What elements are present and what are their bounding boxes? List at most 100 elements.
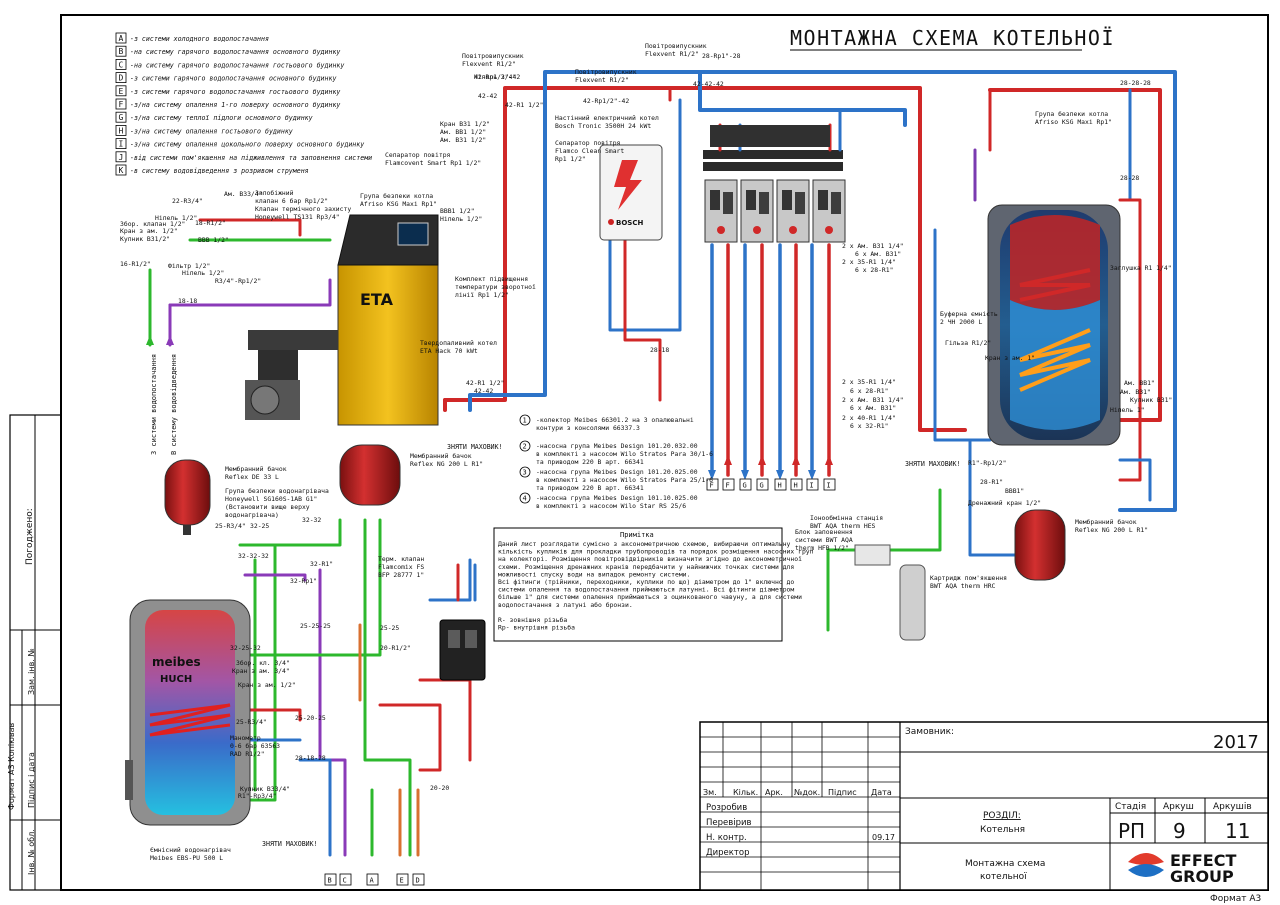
legend-box (115, 32, 127, 44)
return-arrow (776, 470, 784, 480)
note-line: Даний лист розглядати сумісно з аксономе… (498, 540, 791, 548)
pipe-label: Ам. ВЗ1 1/2" (440, 136, 486, 144)
legend-text: -в систему водовідведення з розривом стр… (130, 167, 309, 175)
pipe-label: 42-Rp1/2"-42 (583, 97, 629, 105)
section-label: РОЗДІЛ: (983, 811, 1021, 821)
pipe-label: 6 x Ам. ВЗ1" (850, 404, 896, 412)
legend-text: -на систему гарячого водопостачання гост… (130, 61, 344, 69)
manifold-collector (710, 125, 830, 147)
stamp-col-header: Підпис (828, 788, 857, 797)
pipe-label: 18-R1/2" (195, 219, 226, 227)
customer-label: Замовник: (905, 727, 954, 737)
note-line: кількість купликів для прокладки трубопр… (498, 548, 814, 556)
pump-number-circle (519, 492, 531, 504)
sheet-value: 9 (1173, 819, 1186, 843)
manifold-letter-box (756, 478, 769, 491)
pump-description: -колектор Meibes 66301.2 на 3 опалювальн… (536, 416, 694, 432)
bottom-letter: A (370, 877, 375, 885)
pipe-label: 42-42 (478, 92, 497, 100)
legend-text: -на систему гарячого водопостачання осно… (130, 48, 340, 56)
pump-number: 1 (523, 417, 527, 425)
bottom-letter: B (328, 877, 332, 885)
pipe-label: Кран з ам. 1/2" (238, 681, 296, 689)
manifold-letter: F (710, 482, 714, 490)
year: 2017 (1213, 732, 1259, 753)
legend-box (115, 72, 127, 83)
drawing-title-2: котельної (980, 872, 1027, 882)
pipe-label: 16-R1/2" (120, 260, 151, 268)
pipe-label: 42-42-42 (693, 80, 724, 88)
pipe-label: 28-Rp1"-28 (702, 52, 741, 60)
side-sign: Підпис і дата (27, 752, 36, 808)
manifold-letter: H (794, 482, 798, 490)
warning-label: ЗНЯТИ МАХОВИК! (447, 443, 503, 451)
pipe-label: 6 x 28-R1" (850, 387, 888, 395)
pipe-label: 32-Rp1" (290, 577, 317, 585)
pipe-label: Купник ВЗ1/2" (120, 235, 170, 243)
note-line: на колекторі. Розміщення повітровідвідни… (498, 555, 802, 563)
bottom-letter-box (366, 873, 379, 886)
pump-description: -насосна група Meibes Design 101.20.032.… (536, 442, 713, 466)
warning-label: ЗНЯТИ МАХОВИК! (905, 460, 961, 468)
dhw-tank: meibes HUCH (125, 599, 251, 826)
pump-number: 3 (523, 469, 527, 477)
side-inv: Інв. № обл. (27, 829, 36, 875)
pipe-label: 2 x 40-R1 1/4" (842, 414, 896, 422)
manifold-letter: I (810, 482, 814, 490)
pipe-label: 2 x Ам. ВЗ1 1/4" (842, 242, 904, 250)
legend-code: B (119, 47, 124, 56)
manifold-letter-box (739, 478, 752, 491)
note-line: Всі фітинги (трійники, переходники, купл… (498, 578, 794, 586)
pipe-label: 42-R1 1/2" (466, 379, 504, 387)
legend-box (115, 151, 127, 163)
legend-text: -з/на систему опалення гостьового будинк… (130, 127, 293, 135)
pipe-label: 28-28-28 (1120, 79, 1151, 87)
pump-number-circle (519, 414, 531, 426)
bosch-label: BOSCH (616, 219, 643, 227)
legend-code: C (119, 60, 124, 69)
side-approved: Погоджено: (25, 508, 35, 565)
pipe-label: 22-R3/4" (172, 197, 203, 205)
pump-group-4 (439, 619, 486, 681)
pipe-label: 25-R3/4" (215, 522, 246, 530)
note-line: водопостачання з латуні або бронзи. (498, 601, 633, 609)
pipe-label: Заглушка R1 1/4" (1110, 264, 1172, 272)
left-drain-label: В систему водовідведення (170, 354, 178, 455)
warning-label: ЗНЯТИ МАХОВИК! (262, 840, 318, 848)
pipe-label: Дренажний кран 1/2" (968, 499, 1041, 507)
legend: A-з системи холодного водопостачанняB-на… (115, 32, 372, 176)
pipe-label: Кран з ам. 3/4" (232, 667, 290, 675)
supply-arrow (758, 455, 766, 465)
legend-text: -з системи гарячого водопостачання основ… (130, 75, 336, 83)
bottom-letter-box (324, 873, 337, 886)
legend-box (115, 98, 127, 110)
legend-code: K (119, 166, 124, 175)
tank-brand-2: HUCH (160, 674, 192, 685)
pipe-label: Ніпель 1" (1110, 406, 1145, 414)
pipe-label: R3/4"-Rp1/2" (215, 277, 261, 285)
stage-value: РП (1118, 819, 1145, 843)
logo-line2: GROUP (1170, 867, 1234, 886)
bottom-letter-box (339, 873, 352, 886)
expansion-vessel-2 (339, 444, 401, 506)
supply-arrow (792, 455, 800, 465)
pipe-label: ВВВ1" (1005, 487, 1024, 495)
legend-code: A (119, 34, 124, 43)
pump-number: 2 (523, 443, 527, 451)
pipe-label: Ніпель 1/2" (182, 269, 224, 277)
pipe-label: R1"-Rp3/4" (238, 792, 276, 800)
bottom-letter-box (412, 873, 425, 886)
pipe-label: 32-25 (250, 522, 269, 530)
